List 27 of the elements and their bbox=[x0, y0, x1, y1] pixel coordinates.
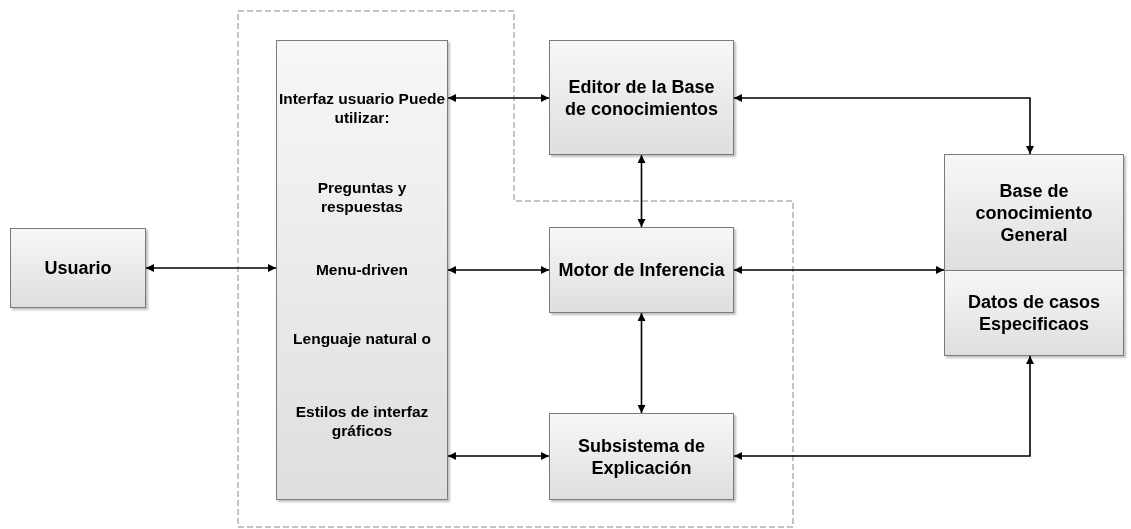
arrow bbox=[447, 452, 550, 460]
process-box bbox=[549, 227, 734, 313]
arrow bbox=[447, 94, 550, 102]
interface-option-text: Interfaz usuario Puede utilizar: bbox=[277, 89, 447, 127]
box-label: Base de conocimiento General bbox=[974, 179, 1094, 246]
process-box bbox=[944, 154, 1124, 271]
arrow bbox=[733, 355, 1034, 460]
box-label: Subsistema de Explicación bbox=[576, 434, 706, 479]
arrow bbox=[637, 312, 646, 414]
interface-option-text: Lenguaje natural o bbox=[292, 328, 432, 348]
interface-panel bbox=[276, 40, 448, 500]
arrow bbox=[733, 266, 945, 274]
process-box bbox=[10, 228, 146, 308]
box-label: Editor de la Base de conocimientos bbox=[564, 75, 719, 120]
interface-option-text: Preguntas y respuestas bbox=[316, 178, 408, 216]
process-box bbox=[549, 40, 734, 155]
box-label: Datos de casos Especificaos bbox=[966, 291, 1102, 335]
process-box bbox=[549, 413, 734, 500]
interface-option-text: Estilos de interfaz gráficos bbox=[294, 402, 430, 440]
process-box bbox=[944, 270, 1124, 356]
box-label: Usuario bbox=[43, 257, 113, 279]
interface-option-text: Menu-driven bbox=[314, 259, 410, 279]
arrow bbox=[447, 266, 550, 274]
arrow bbox=[733, 94, 1034, 155]
arrow bbox=[145, 264, 277, 272]
box-label: Motor de Inferencia bbox=[557, 259, 726, 281]
arrow bbox=[637, 154, 646, 228]
